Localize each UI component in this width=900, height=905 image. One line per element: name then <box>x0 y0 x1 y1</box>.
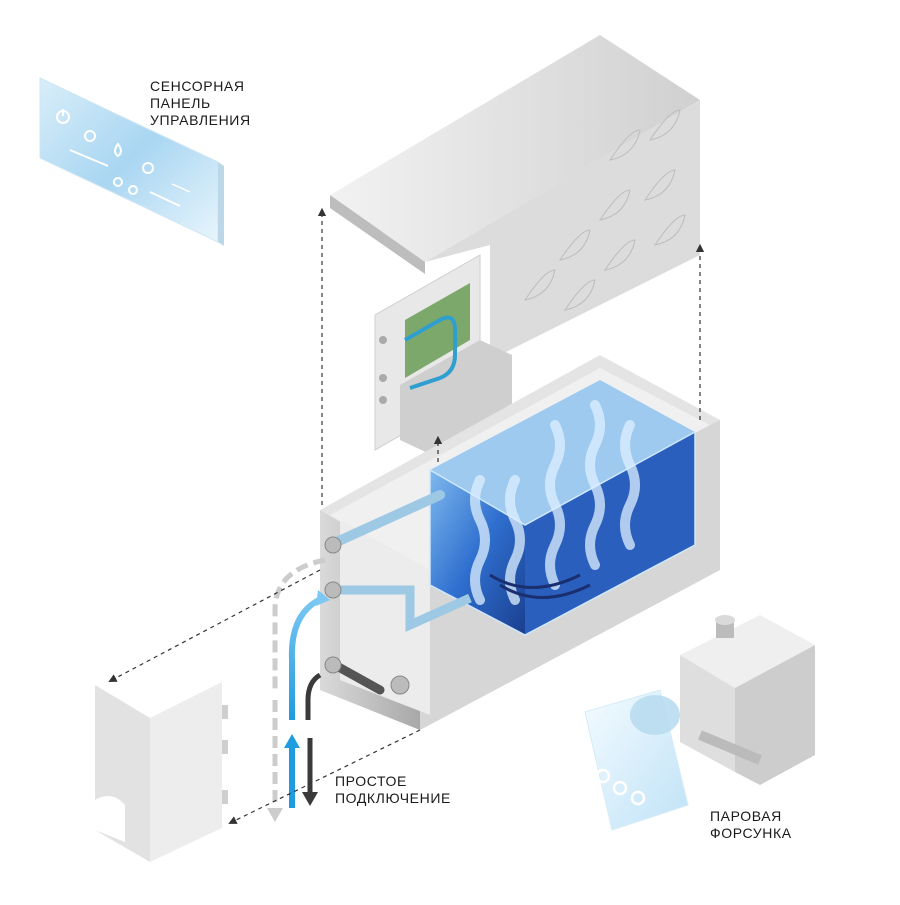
flow-arrows <box>267 557 330 822</box>
power-icon <box>56 109 70 124</box>
simple-connection-label: ПРОСТОЕ ПОДКЛЮЧЕНИЕ <box>335 773 451 807</box>
touch-control-panel <box>39 77 224 246</box>
steam-nozzle-assembly <box>584 615 815 831</box>
heating-element <box>489 573 591 599</box>
touch-panel-label-line-2: ПАНЕЛЬ <box>150 95 211 111</box>
touch-panel-label-line-3: УПРАВЛЕНИЯ <box>150 112 251 128</box>
touch-panel-label: СЕНСОРНАЯ ПАНЕЛЬ УПРАВЛЕНИЯ <box>150 78 251 129</box>
steam-nozzle-label-line-2: ФОРСУНКА <box>710 825 792 841</box>
top-cover <box>330 35 700 360</box>
overflow-arrow <box>272 557 326 690</box>
steam-waves <box>470 400 640 605</box>
bulb-icon <box>113 177 123 187</box>
touch-panel-label-line-1: СЕНСОРНАЯ <box>150 78 245 94</box>
settings-icon <box>84 130 96 142</box>
inlet-flow-arrow <box>288 595 325 720</box>
fan-icon <box>142 162 154 174</box>
pipes <box>324 490 472 695</box>
assembly-guide-lines <box>108 207 705 824</box>
simple-connection-label-line-1: ПРОСТОЕ <box>335 773 407 789</box>
simple-connection-label-line-2: ПОДКЛЮЧЕНИЕ <box>335 790 451 806</box>
drop-pattern <box>523 109 686 311</box>
steam-nozzle-label-line-1: ПАРОВАЯ <box>710 808 782 824</box>
front-panel <box>95 682 228 862</box>
water-tank <box>429 380 696 636</box>
drop-icon <box>114 142 122 158</box>
drain-flow-arrow <box>305 672 322 720</box>
steam-nozzle-label: ПАРОВАЯ ФОРСУНКА <box>710 808 792 842</box>
nozzle-icons <box>595 768 646 806</box>
clock-icon <box>128 185 138 195</box>
